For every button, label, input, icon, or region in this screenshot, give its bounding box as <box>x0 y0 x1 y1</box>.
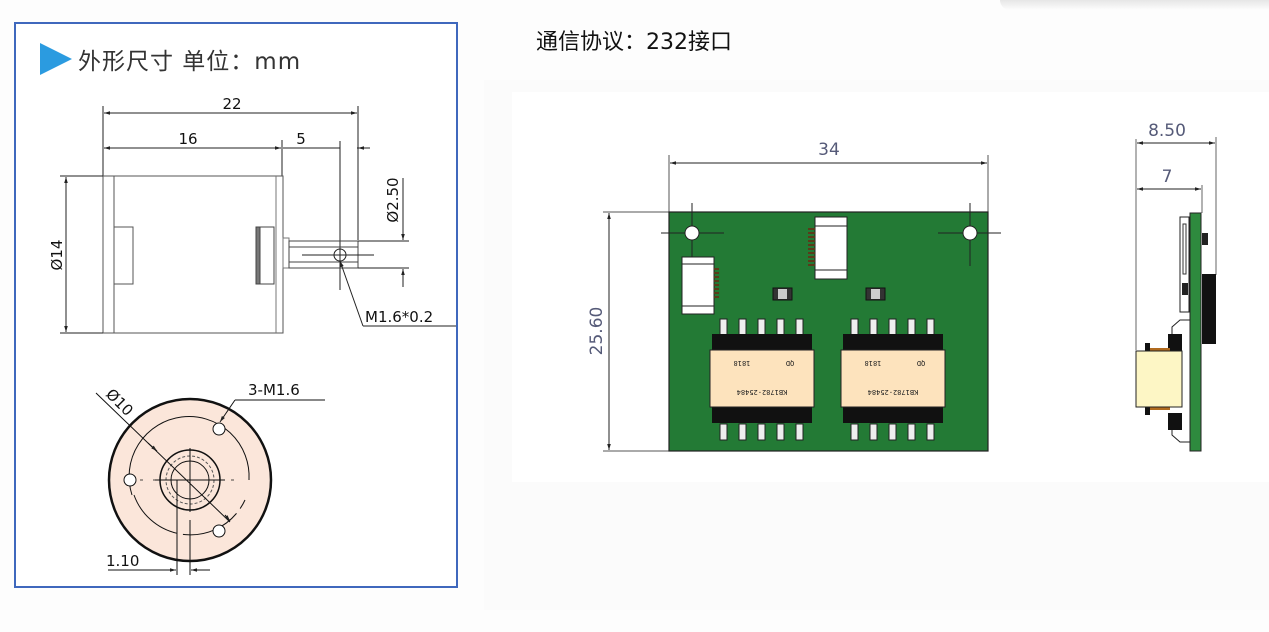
mounting-hole <box>962 225 978 241</box>
transformer-1-part: KB1782-25484 <box>737 388 788 396</box>
pcb-top-view <box>603 155 1001 452</box>
transformer-pin <box>888 423 897 441</box>
transformer-pin <box>907 423 916 441</box>
transformer-body <box>709 349 815 408</box>
top-shadow <box>1000 0 1269 10</box>
transformer-pin <box>888 318 897 336</box>
transformer-core <box>712 334 812 350</box>
transformer-1 <box>709 318 815 441</box>
side-transformer <box>1135 350 1183 408</box>
dim-pcb-height: 25.60 <box>587 307 607 356</box>
transformer-2-brand: QD <box>917 359 925 367</box>
transformer-pin <box>738 423 747 441</box>
dim-body-length: 16 <box>178 130 197 148</box>
play-triangle-icon <box>40 43 72 75</box>
connector-left <box>681 256 719 315</box>
dim-shaft-thread: M1.6*0.2 <box>365 308 433 326</box>
connector-top <box>808 216 848 280</box>
transformer-pin <box>738 318 747 336</box>
smd-component <box>772 287 886 301</box>
transformer-pin <box>907 318 916 336</box>
dim-mounting-holes: 3-M1.6 <box>248 381 300 399</box>
dim-body-diameter: Ø14 <box>48 240 66 271</box>
transformer-2-code: 1818 <box>865 359 882 367</box>
transformer-1-brand: QD <box>786 359 794 367</box>
dim-total-thickness: 8.50 <box>1148 121 1186 141</box>
dim-overall-length: 22 <box>222 95 241 113</box>
transformer-core <box>843 407 943 423</box>
transformer-2 <box>840 318 946 441</box>
motor-side-view <box>60 106 456 334</box>
transformer-pin <box>757 318 766 336</box>
transformer-body <box>840 349 946 408</box>
transformer-pin <box>926 423 935 441</box>
dim-flat-width: 1.10 <box>106 552 139 570</box>
transformer-core <box>843 334 943 350</box>
protocol-title: 通信协议：232接口 <box>536 30 732 55</box>
transformer-pin <box>795 318 804 336</box>
dim-shaft-diameter: Ø2.50 <box>384 177 402 222</box>
transformer-pin <box>850 318 859 336</box>
transformer-pin <box>869 423 878 441</box>
panel-title-text: 外形尺寸 单位：mm <box>78 49 302 75</box>
mounting-hole <box>684 225 700 241</box>
panel-title: 外形尺寸 单位：mm <box>40 42 301 76</box>
transformer-1-code: 1818 <box>734 359 751 367</box>
dim-pcb-width: 34 <box>818 140 840 160</box>
transformer-pin <box>719 318 728 336</box>
transformer-pin <box>869 318 878 336</box>
dim-component-height: 7 <box>1162 167 1173 187</box>
dim-bolt-circle: Ø10 <box>102 385 137 420</box>
dim-shaft-length: 5 <box>296 130 306 148</box>
motor-front-view <box>95 392 325 575</box>
transformer-pin <box>926 318 935 336</box>
transformer-pin <box>795 423 804 441</box>
transformer-core <box>712 407 812 423</box>
transformer-pin <box>850 423 859 441</box>
transformer-pin <box>719 423 728 441</box>
transformer-pin <box>776 423 785 441</box>
pcb-side-view <box>1135 137 1217 452</box>
transformer-pin <box>776 318 785 336</box>
transformer-2-part: KB1782-25484 <box>868 388 919 396</box>
transformer-pin <box>757 423 766 441</box>
